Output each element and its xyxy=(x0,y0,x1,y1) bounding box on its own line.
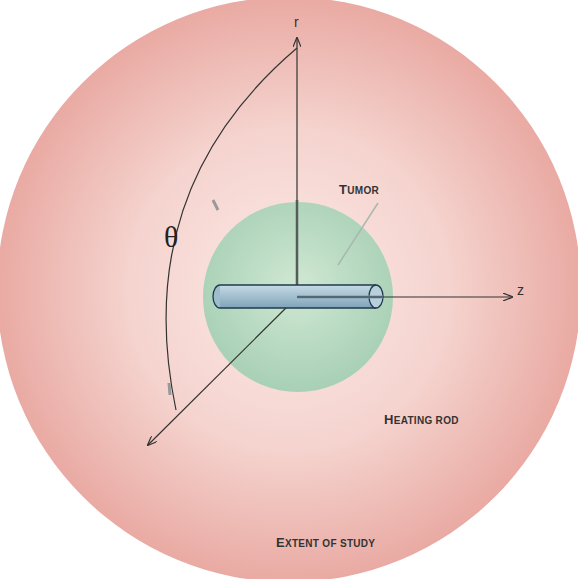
theta-arc xyxy=(166,48,297,410)
leader-line xyxy=(338,203,378,265)
rod-edge xyxy=(220,307,376,308)
part-label: HEATING ROD xyxy=(384,413,459,426)
axis-label: r xyxy=(294,15,299,29)
rod-back-end xyxy=(213,285,220,308)
region-label: EXTENT OF STUDY xyxy=(276,536,375,549)
r-axis xyxy=(296,38,297,297)
rod-edge xyxy=(220,284,376,285)
arc-tick xyxy=(169,383,170,395)
part-label: TUMOR xyxy=(339,183,379,196)
x-axis xyxy=(148,297,297,445)
arc-tick xyxy=(213,200,218,210)
z-axis xyxy=(297,296,512,297)
axis-label: z xyxy=(517,283,524,297)
angle-label: θ xyxy=(164,222,178,252)
